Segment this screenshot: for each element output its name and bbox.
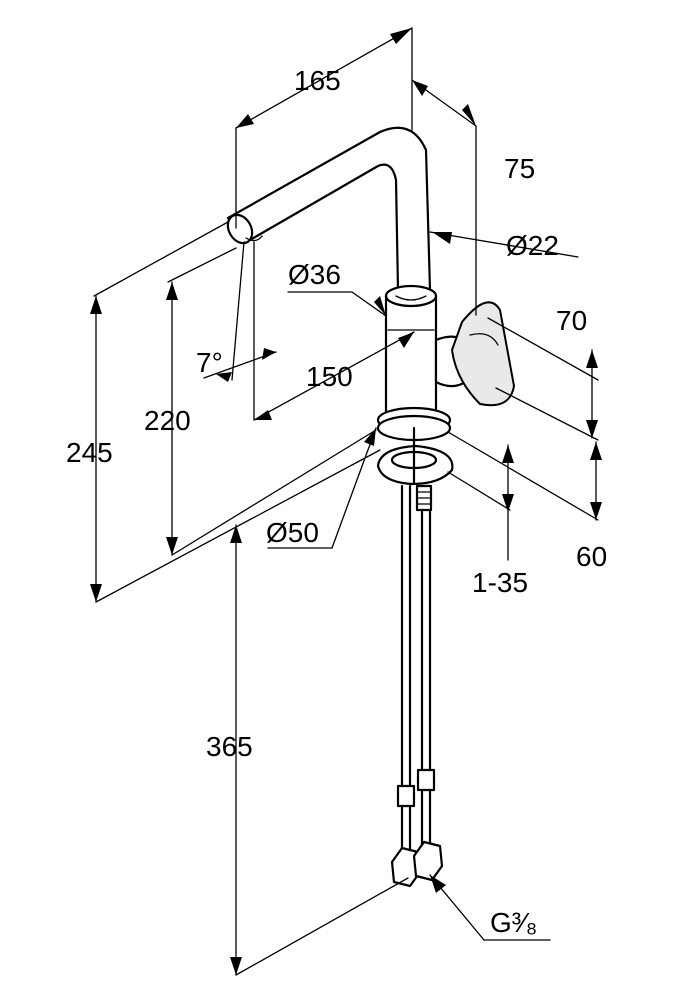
outlet-height-label: 220 xyxy=(144,405,191,436)
spout-angle-label: 7° xyxy=(196,347,223,378)
dimension-labels: 165 75 Ø22 Ø36 70 7° 150 220 245 Ø50 60 … xyxy=(66,65,607,938)
hose-length-label: 365 xyxy=(206,731,253,762)
spout-diameter-label: Ø22 xyxy=(506,230,559,261)
total-height-label: 245 xyxy=(66,437,113,468)
body-diameter-label: Ø36 xyxy=(288,259,341,290)
connection-thread-label: G³⁄₈ xyxy=(490,907,537,938)
spout-reach-label: 165 xyxy=(294,65,341,96)
spout-to-body-label: 150 xyxy=(306,361,353,392)
spout-offset-label: 75 xyxy=(504,153,535,184)
dimension-arrows xyxy=(90,28,602,975)
flange-diameter-label: Ø50 xyxy=(266,517,319,548)
faucet-outline xyxy=(226,126,515,888)
lever-height-label: 70 xyxy=(556,305,587,336)
base-height-label: 60 xyxy=(576,541,607,572)
counter-thickness-label: 1-35 xyxy=(472,567,528,598)
